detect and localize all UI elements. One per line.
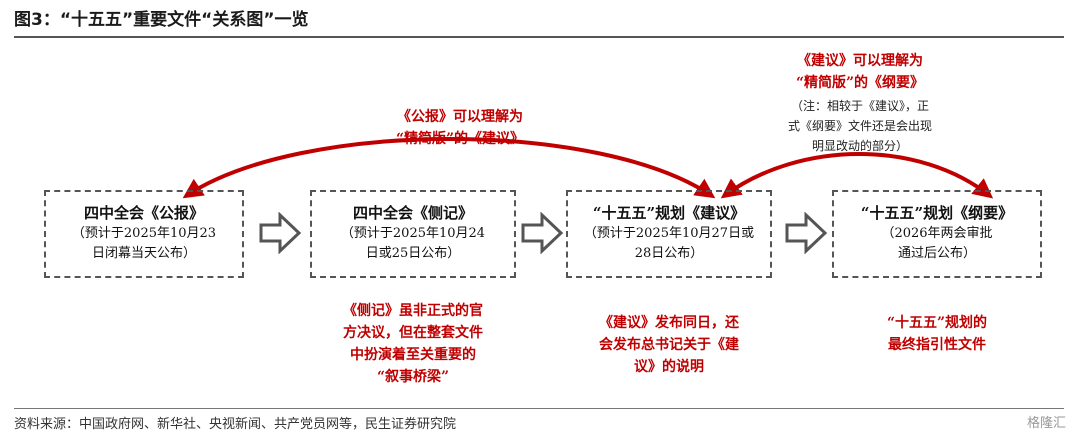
note-line2: 式《纲要》文件还是会出现 bbox=[787, 119, 932, 133]
box-gangyao-title: “十五五”规划《纲要》 bbox=[860, 204, 1014, 222]
box-gongbao-sub2: 日闭幕当天公布） bbox=[91, 246, 196, 261]
label-jianyi-gangyao-line2: “精简版”的《纲要》 bbox=[795, 75, 925, 91]
label-ceji-line2: 方决议，但在整套文件 bbox=[343, 325, 483, 341]
label-jianyi-line1: 《建议》发布同日，还 bbox=[599, 315, 739, 331]
box-ceji-title: 四中全会《侧记》 bbox=[352, 204, 473, 222]
note-gangyao: （注：相较于《建议》，正 式《纲要》文件还是会出现 明显改动的部分） bbox=[740, 96, 980, 156]
label-gongbao-jianyi-line2: “精简版”的《建议》 bbox=[395, 131, 525, 147]
note-line3: 明显改动的部分） bbox=[811, 139, 908, 153]
curve-jianyi-to-gangyao bbox=[720, 152, 994, 199]
box-gangyao: “十五五”规划《纲要》 （2026年两会审批 通过后公布） bbox=[832, 190, 1042, 278]
label-jianyi-desc: 《建议》发布同日，还 会发布总书记关于《建 议》的说明 bbox=[566, 312, 772, 378]
label-ceji-line3: 中扮演着至关重要的 bbox=[350, 347, 476, 363]
box-gongbao: 四中全会《公报》 （预计于2025年10月23 日闭幕当天公布） bbox=[44, 190, 244, 278]
curve-gongbao-to-jianyi bbox=[182, 137, 716, 199]
label-gongbao-jianyi-line1: 《公报》可以理解为 bbox=[397, 109, 523, 125]
box-ceji: 四中全会《侧记》 （预计于2025年10月24 日或25日公布） bbox=[310, 190, 516, 278]
box-gangyao-sub1: （2026年两会审批 bbox=[881, 226, 993, 241]
box-jianyi-sub1: （预计于2025年10月27日或 bbox=[583, 226, 755, 241]
box-jianyi-sub2: 28日公布） bbox=[634, 246, 704, 261]
box-ceji-sub2: 日或25日公布） bbox=[365, 246, 461, 261]
label-ceji-desc: 《侧记》虽非正式的官 方决议，但在整套文件 中扮演着至关重要的 “叙事桥梁” bbox=[310, 300, 516, 388]
box-jianyi-title: “十五五”规划《建议》 bbox=[592, 204, 746, 222]
flow-arrow-icon bbox=[521, 212, 564, 254]
label-jianyi-gangyao-line1: 《建议》可以理解为 bbox=[797, 53, 923, 69]
watermark-logo: 格隆汇 bbox=[1026, 416, 1066, 431]
page-title: 图3：“十五五”重要文件“关系图”一览 bbox=[14, 6, 1064, 38]
box-ceji-sub1: （预计于2025年10月24 bbox=[340, 226, 486, 241]
label-jianyi-line3: 议》的说明 bbox=[634, 359, 704, 375]
label-gongbao-jianyi: 《公报》可以理解为 “精简版”的《建议》 bbox=[340, 106, 580, 150]
source-footer: 资料来源：中国政府网、新华社、央视新闻、共产党员网等，民生证券研究院 bbox=[14, 408, 1064, 432]
note-line1: （注：相较于《建议》，正 bbox=[790, 99, 929, 113]
label-ceji-line4: “叙事桥梁” bbox=[376, 369, 450, 385]
box-gongbao-sub1: （预计于2025年10月23 bbox=[71, 226, 217, 241]
label-gangyao-line2: 最终指引性文件 bbox=[888, 337, 986, 353]
label-jianyi-gangyao: 《建议》可以理解为 “精简版”的《纲要》 bbox=[740, 50, 980, 94]
box-gangyao-sub2: 通过后公布） bbox=[897, 246, 976, 261]
label-gangyao-desc: “十五五”规划的 最终指引性文件 bbox=[832, 312, 1042, 356]
label-ceji-line1: 《侧记》虽非正式的官 bbox=[343, 303, 483, 319]
label-gangyao-line1: “十五五”规划的 bbox=[886, 315, 988, 331]
label-jianyi-line2: 会发布总书记关于《建 bbox=[599, 337, 739, 353]
box-gongbao-title: 四中全会《公报》 bbox=[83, 204, 204, 222]
box-jianyi: “十五五”规划《建议》 （预计于2025年10月27日或 28日公布） bbox=[566, 190, 772, 278]
flow-arrow-icon bbox=[785, 212, 828, 254]
flow-arrow-icon bbox=[259, 212, 302, 254]
